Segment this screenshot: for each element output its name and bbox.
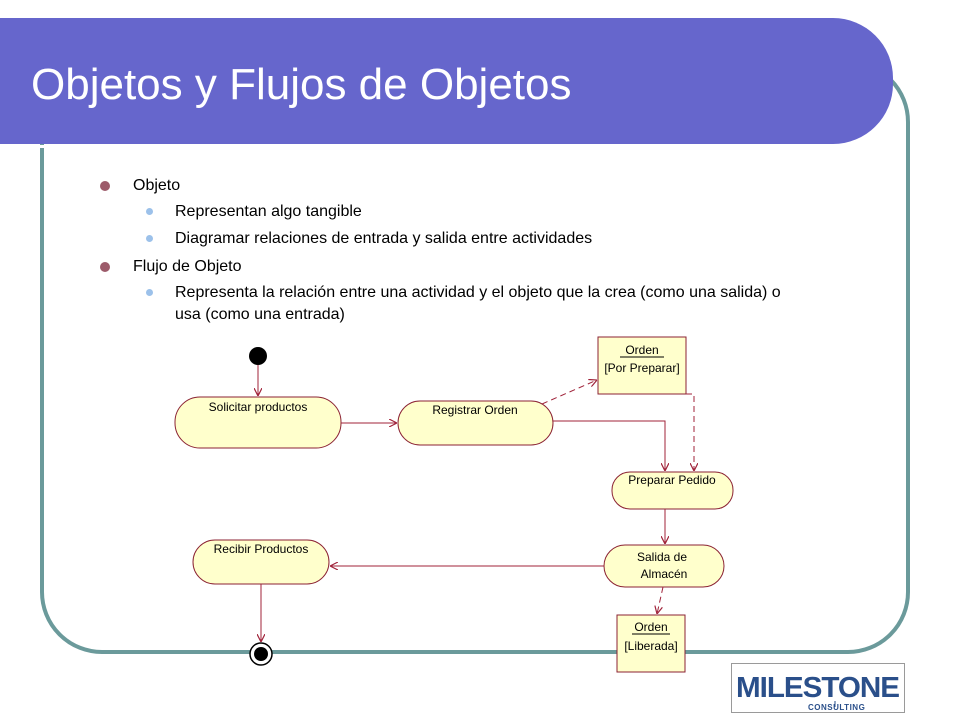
initial-node (249, 347, 267, 365)
logo-wordmark: MILESTONE (736, 672, 900, 704)
bullet-dot (146, 289, 153, 296)
object-orden-liberada (616, 614, 686, 673)
object-state: [Liberada] (624, 639, 677, 653)
bullet-diagramar: Diagramar relaciones de entrada y salida… (175, 230, 593, 247)
final-node (254, 647, 268, 661)
object-name: Orden (625, 343, 658, 357)
title-band: Objetos y Flujos de Objetos (0, 18, 893, 148)
object-orden-por-preparar (597, 336, 687, 395)
flow-registrar-to-preparar (553, 420, 665, 471)
activity-preparar-pedido (611, 471, 734, 510)
object-name: Orden (634, 620, 667, 634)
logo-subtext: CONSULTING (808, 703, 865, 712)
object-flow-registrar-to-orden (541, 380, 597, 405)
object-flow-salida-to-orden (657, 586, 664, 614)
activity-label: Solicitar productos (209, 400, 308, 414)
bullet-flujo: Flujo de Objeto (133, 258, 242, 275)
bullet-dot (100, 262, 110, 272)
activity-label: Registrar Orden (432, 403, 517, 417)
bullet-representa: Representa la relación entre una activid… (175, 284, 781, 301)
milestone-consulting-logo: MILESTONE CONSULTING (731, 663, 905, 713)
activity-registrar-orden (397, 400, 554, 446)
object-state: [Por Preparar] (604, 361, 679, 375)
bullet-dot (146, 208, 153, 215)
bullet-representa-cont: usa (como una entrada) (175, 306, 345, 323)
bullet-dot (100, 181, 110, 191)
slide-title: Objetos y Flujos de Objetos (31, 60, 572, 109)
object-flow-orden-to-preparar (686, 393, 694, 471)
bullet-objeto: Objeto (133, 177, 181, 194)
activity-label: Almacén (641, 567, 688, 581)
activity-label: Recibir Productos (214, 542, 309, 556)
activity-label: Preparar Pedido (628, 473, 716, 487)
activity-label: Salida de (637, 550, 687, 564)
bullet-representan: Representan algo tangible (175, 203, 362, 220)
title-underline (0, 145, 850, 148)
bullet-dot (146, 235, 153, 242)
